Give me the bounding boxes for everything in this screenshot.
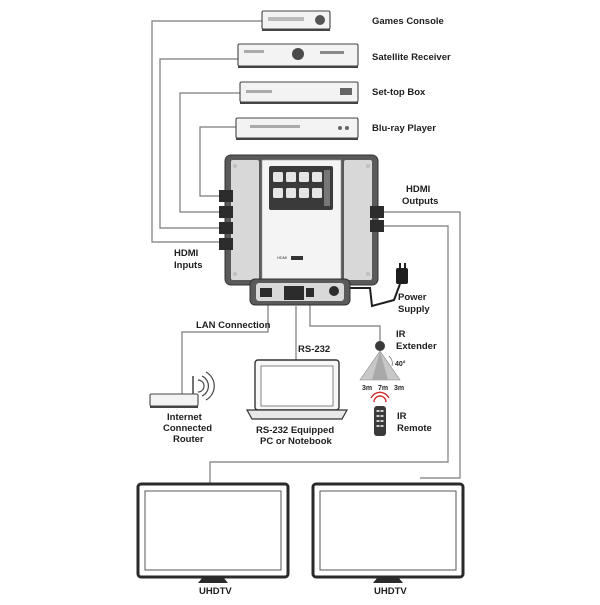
dial-icon [292, 48, 304, 60]
display-label: UHDTV [374, 586, 407, 597]
lan-connection-label: LAN Connection [196, 320, 271, 331]
source-set-top-box: Set-top Box [239, 81, 426, 104]
power-port-icon [329, 286, 339, 296]
router [149, 371, 215, 408]
cable-blu-ray [199, 126, 236, 197]
ir-remote [370, 391, 390, 436]
source-label: Blu-ray Player [372, 123, 436, 134]
ir-distance-right: 3m [394, 385, 404, 392]
ir-remote-label-2: Remote [397, 423, 432, 434]
hdmi-port-icon [370, 206, 384, 218]
ir-remote-label-1: IR [397, 411, 407, 422]
display-1: UHDTV [136, 482, 290, 597]
cable-lan [181, 298, 269, 394]
wifi-signal-icon [197, 379, 205, 393]
power-supply-label-2: Supply [398, 304, 430, 315]
router-label-1: Internet [167, 412, 203, 423]
output-panel [344, 160, 372, 280]
power-adapter [396, 263, 408, 284]
hdmi-output-ports [370, 206, 384, 232]
hdmi-inputs-label-1: HDMI [174, 248, 198, 259]
source-label: Set-top Box [372, 87, 426, 98]
ir-extender-icon [375, 341, 385, 351]
power-supply-label-1: Power [398, 292, 427, 303]
rs232-port-icon [284, 286, 304, 300]
hdmi-port-icon [219, 206, 233, 218]
hdmi-port-icon [219, 222, 233, 234]
cable-output-1 [378, 211, 461, 479]
power-knob-icon [315, 15, 325, 25]
tv-stand-icon [198, 577, 228, 583]
rs232-label: RS-232 [298, 344, 330, 355]
ir-signal-icon [373, 395, 387, 403]
matrix-switcher: HDMI [219, 154, 384, 306]
cable-output-2 [209, 225, 449, 484]
ir-extender [359, 341, 401, 381]
source-blu-ray: Blu-ray Player [235, 117, 436, 140]
button-grid [273, 172, 322, 198]
display-label: UHDTV [199, 586, 232, 597]
cable-power [342, 283, 401, 308]
device-logo: HDMI [277, 255, 287, 260]
source-games-console: Games Console [261, 10, 444, 31]
cables [151, 20, 461, 484]
hdmi-outputs-label-2: Outputs [402, 196, 438, 207]
hdmi-port-icon [219, 238, 233, 250]
router-label-3: Router [173, 434, 204, 445]
ir-extender-label-1: IR [396, 329, 406, 340]
ir-port-icon [306, 288, 314, 297]
router-label-2: Connected [163, 423, 212, 434]
pc-label-1: RS-232 Equipped [256, 425, 334, 436]
laptop [245, 359, 349, 420]
cable-games-console [151, 20, 262, 243]
ir-distance-mid: 7m [378, 385, 388, 392]
cable-ir-extender [309, 300, 381, 342]
hdmi-port-icon [219, 190, 233, 202]
source-label: Satellite Receiver [372, 52, 451, 63]
display-2: UHDTV [311, 482, 465, 597]
hdmi-inputs-label-2: Inputs [174, 260, 203, 271]
ir-distance-left: 3m [362, 385, 372, 392]
laptop-screen [260, 365, 334, 407]
tv-stand-icon [373, 577, 403, 583]
power-adapter-icon [396, 268, 408, 284]
cable-satellite-receiver [159, 58, 238, 229]
source-satellite-receiver: Satellite Receiver [237, 43, 451, 68]
laptop-base [245, 409, 349, 420]
disc-slot-icon [268, 17, 304, 21]
hdmi-port-icon [370, 220, 384, 232]
pc-label-2: PC or Notebook [260, 436, 332, 447]
hdmi-outputs-label-1: HDMI [406, 184, 430, 195]
cable-set-top-box [179, 92, 240, 213]
source-label: Games Console [372, 16, 444, 27]
lan-port-icon [260, 288, 272, 297]
ir-angle-label: 40° [395, 360, 406, 368]
ir-extender-label-2: Extender [396, 341, 437, 352]
hdmi-input-ports [219, 190, 233, 250]
ir-remote-icon [374, 406, 386, 436]
router-icon [149, 393, 199, 407]
input-panel [231, 160, 259, 280]
